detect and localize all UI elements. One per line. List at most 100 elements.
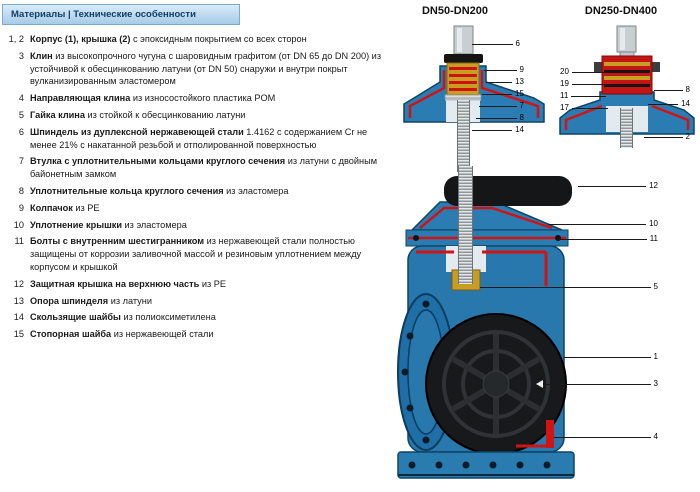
leader-line <box>543 383 651 385</box>
lock-washer <box>445 98 481 101</box>
callout-s1-7: 7 <box>479 101 524 111</box>
list-item: 9 Колпачок из PE <box>2 202 394 215</box>
spindle-head <box>616 25 637 53</box>
brass-ring <box>604 76 650 80</box>
leader-line <box>548 223 647 225</box>
item-text: Скользящие шайбы из полиоксиметилена <box>30 312 216 323</box>
list-item: 7 Втулка с уплотнительными кольцами кругл… <box>2 155 394 181</box>
gland-bolt-left <box>594 62 603 72</box>
epoxy-lining-left <box>408 70 446 118</box>
epoxy-lining-right <box>651 104 690 130</box>
leader-line <box>564 356 651 358</box>
list-item: 1, 2 Корпус (1), крышка (2) с эпоксидным … <box>2 33 394 46</box>
leader-line <box>479 105 517 107</box>
callout-s2-2: 2 <box>644 132 690 142</box>
leader-line <box>571 107 608 109</box>
flange-bolt-hole <box>489 461 497 469</box>
leader-line <box>484 69 517 71</box>
leader-line <box>648 103 679 105</box>
leader-line <box>571 71 608 73</box>
item-text: Корпус (1), крышка (2) с эпоксидным покр… <box>30 34 307 44</box>
wedge-guide <box>546 420 554 448</box>
wedge-hub <box>482 370 510 398</box>
leader-line <box>644 136 683 138</box>
dn250-dn400-cutaway-illustration <box>556 24 698 172</box>
leader-line <box>571 95 606 97</box>
callout-main-12: 12 <box>578 181 658 191</box>
bonnet-bolt <box>413 235 419 241</box>
main-valve-cutaway-illustration <box>396 166 576 488</box>
o-ring <box>449 88 477 91</box>
flange-bolt-hole <box>516 461 524 469</box>
item-number: 15 <box>13 329 24 340</box>
flange-bolt-hole <box>462 461 470 469</box>
item-number: 8 <box>18 185 24 196</box>
brass-ring <box>604 62 650 66</box>
callout-main-10: 10 <box>548 219 658 229</box>
pe-cap <box>444 54 483 63</box>
item-number: 1, 2 <box>8 34 24 44</box>
callout-s2-11: 11 <box>560 91 606 101</box>
seal-ring <box>604 70 650 73</box>
spindle-threads <box>620 108 633 148</box>
leader-line <box>480 286 651 288</box>
dn50-dn200-cutaway-drawing <box>403 25 545 123</box>
callout-main-4: 4 <box>554 432 658 442</box>
leader-line <box>476 117 517 119</box>
flange-bolt-hole <box>435 461 443 469</box>
spindle-threads <box>458 166 473 284</box>
leader-line <box>472 43 513 45</box>
leader-line <box>571 83 610 85</box>
item-text: Гайка клина из стойкой к обесцинкованию … <box>30 109 246 120</box>
leader-line <box>558 238 647 240</box>
callout-s2-14: 14 <box>648 99 690 109</box>
callout-main-1: 1 <box>564 352 658 362</box>
leader-line <box>482 93 513 95</box>
callout-s2-20: 20 <box>560 67 608 77</box>
section-header: Материалы | Технические особенности <box>2 4 240 25</box>
item-text: Опора шпинделя из латуни <box>30 295 152 306</box>
epoxy-lining-right <box>480 70 540 118</box>
epoxy-lining-left <box>564 104 603 130</box>
materials-list: 1, 2 Корпус (1), крышка (2) с эпоксидным … <box>2 33 394 345</box>
leader-line <box>486 81 513 83</box>
diagram-title-dn250-dn400: DN250-DN400 <box>584 5 658 17</box>
flange-bolt-hole <box>401 368 409 376</box>
item-text: Болты с внутренним шестигранником из нер… <box>30 236 362 272</box>
body-epoxy-lining <box>416 250 548 286</box>
bonnet-bolt <box>555 235 561 241</box>
callout-main-3: 3 <box>536 379 658 389</box>
callout-s2-8: 8 <box>654 85 690 95</box>
main-valve-cutaway-drawing <box>397 176 575 479</box>
item-number: 14 <box>13 312 24 323</box>
item-text: Втулка с уплотнительными кольцами кругло… <box>30 156 378 180</box>
callout-main-11: 11 <box>558 234 658 244</box>
bottom-flange <box>397 451 575 479</box>
item-text: Защитная крышка на верхнюю часть из PE <box>30 278 226 289</box>
spindle-head-highlight <box>457 28 462 52</box>
flange-bolt-hole <box>406 404 414 412</box>
spindle-head <box>453 25 474 55</box>
item-text: Уплотнительные кольца круглого сечения и… <box>30 185 289 196</box>
dn50-dn200-cutaway-illustration <box>400 24 548 172</box>
flange-bolt-hole <box>422 300 430 308</box>
item-number: 9 <box>18 202 24 213</box>
item-number: 7 <box>18 156 24 167</box>
leader-line <box>472 129 513 131</box>
leader-line <box>654 89 683 91</box>
callout-s1-14: 14 <box>472 125 524 135</box>
callout-s1-13: 13 <box>486 77 524 87</box>
item-text: Колпачок из PE <box>30 202 100 213</box>
callout-s2-17: 17 <box>560 103 608 113</box>
seal-ring <box>604 84 650 87</box>
item-number: 10 <box>13 219 24 230</box>
o-ring <box>449 81 477 84</box>
item-number: 3 <box>18 50 24 61</box>
